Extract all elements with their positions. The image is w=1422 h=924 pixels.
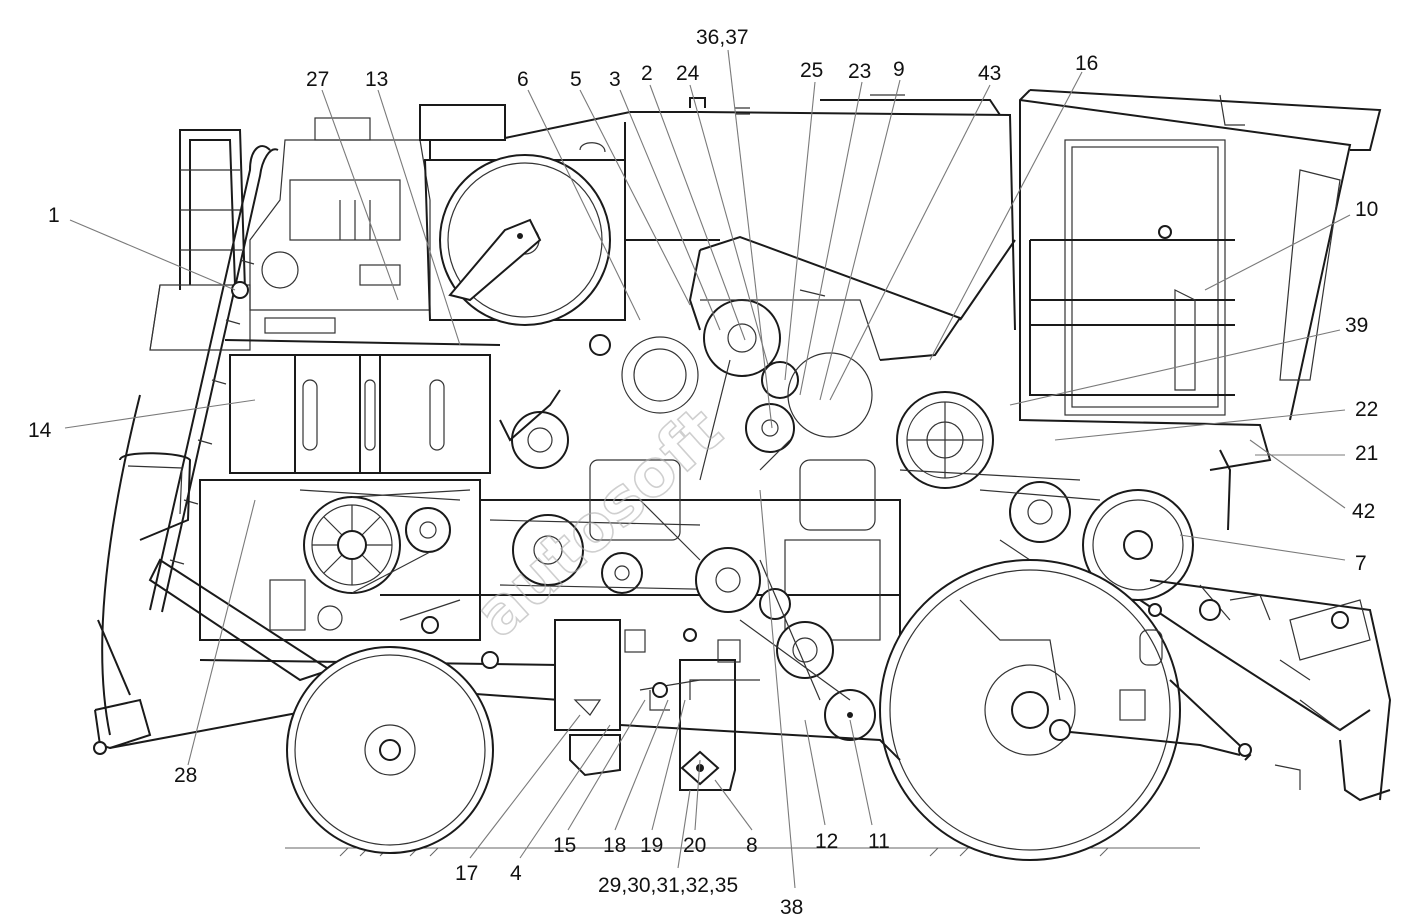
callout-18: 18 xyxy=(603,834,626,857)
watermark-group: autosoft xyxy=(460,393,737,653)
callout-43: 43 xyxy=(978,62,1001,85)
callout-10: 10 xyxy=(1355,198,1378,221)
callout-1: 1 xyxy=(48,204,60,227)
leader-4 xyxy=(519,724,611,859)
rear-pulleys xyxy=(303,489,741,594)
leader-15 xyxy=(567,699,646,831)
rotary-screen-drum xyxy=(423,154,626,326)
callout-2935: 29,30,31,32,35 xyxy=(598,874,738,897)
leader-28 xyxy=(187,499,256,766)
callout-4: 4 xyxy=(510,862,522,885)
leader-43 xyxy=(829,84,991,401)
callout-9: 9 xyxy=(893,58,905,81)
callout-11: 11 xyxy=(868,830,890,853)
callout-17: 17 xyxy=(455,862,478,885)
callout-20: 20 xyxy=(683,834,706,857)
engine xyxy=(149,117,431,351)
leader-5 xyxy=(579,89,691,306)
rear-steer-wheel xyxy=(286,646,494,854)
watermark: autosoft xyxy=(461,394,736,652)
feederhouse-front xyxy=(1119,579,1392,802)
leader-3637 xyxy=(727,49,773,429)
callout-38: 38 xyxy=(780,896,803,919)
callout-3637: 36,37 xyxy=(696,26,749,49)
leader-42 xyxy=(1249,439,1346,509)
leader-23 xyxy=(799,81,863,396)
leader-7 xyxy=(1179,534,1346,561)
rear-ladder xyxy=(119,129,279,613)
callout-28: 28 xyxy=(174,764,197,787)
threshing-pulleys xyxy=(499,299,881,741)
callout-13: 13 xyxy=(365,68,388,91)
callout-19: 19 xyxy=(640,834,663,857)
leader-11 xyxy=(849,719,873,826)
leader-18 xyxy=(614,699,669,831)
operator-cab xyxy=(1019,89,1382,531)
leader-25 xyxy=(784,81,816,381)
leader-16 xyxy=(929,71,1083,361)
callout-27: 27 xyxy=(306,68,329,91)
leader-1 xyxy=(69,219,236,291)
callout-6: 6 xyxy=(517,68,529,91)
leader-19 xyxy=(651,699,686,831)
leader-38 xyxy=(759,489,796,889)
callout-39: 39 xyxy=(1345,314,1368,337)
callout-7: 7 xyxy=(1355,552,1367,575)
leader-22 xyxy=(1054,409,1346,441)
leader-2 xyxy=(649,84,746,341)
callout-23: 23 xyxy=(848,60,871,83)
callout-12: 12 xyxy=(815,830,838,853)
leader-lines xyxy=(64,49,1351,889)
callout-25: 25 xyxy=(800,59,823,82)
leader-9 xyxy=(819,79,901,401)
leader-27 xyxy=(321,89,399,301)
callout-22: 22 xyxy=(1355,398,1378,421)
front-drive-wheel xyxy=(879,559,1241,861)
leader-10 xyxy=(1204,214,1351,291)
feeder-housing xyxy=(688,235,1016,361)
callout-15: 15 xyxy=(553,834,576,857)
leader-14 xyxy=(64,399,256,429)
leader-2935 xyxy=(677,789,691,869)
callout-21: 21 xyxy=(1355,442,1378,465)
callout-14: 14 xyxy=(28,419,52,442)
callout-8: 8 xyxy=(746,834,758,857)
leader-3 xyxy=(619,89,721,331)
callout-42: 42 xyxy=(1352,500,1375,523)
callout-2: 2 xyxy=(641,62,653,85)
callout-16: 16 xyxy=(1075,52,1098,75)
front-pulleys xyxy=(896,391,1194,601)
leader-13 xyxy=(377,89,461,346)
top-bunker xyxy=(419,94,1016,331)
leader-17 xyxy=(469,714,581,859)
callout-3: 3 xyxy=(609,68,621,91)
leader-39 xyxy=(1009,329,1341,406)
callout-24: 24 xyxy=(676,62,700,85)
fuel-tanks xyxy=(224,339,501,474)
callout-5: 5 xyxy=(570,68,582,91)
leader-6 xyxy=(527,89,641,321)
leader-12 xyxy=(804,719,826,826)
leader-8 xyxy=(714,779,753,831)
leader-24 xyxy=(689,84,769,366)
small-fittings xyxy=(231,281,1221,741)
callout-labels: 1 27 13 6 5 3 2 24 36,37 25 23 9 43 16 1… xyxy=(28,26,1378,919)
leader-20 xyxy=(694,759,701,831)
